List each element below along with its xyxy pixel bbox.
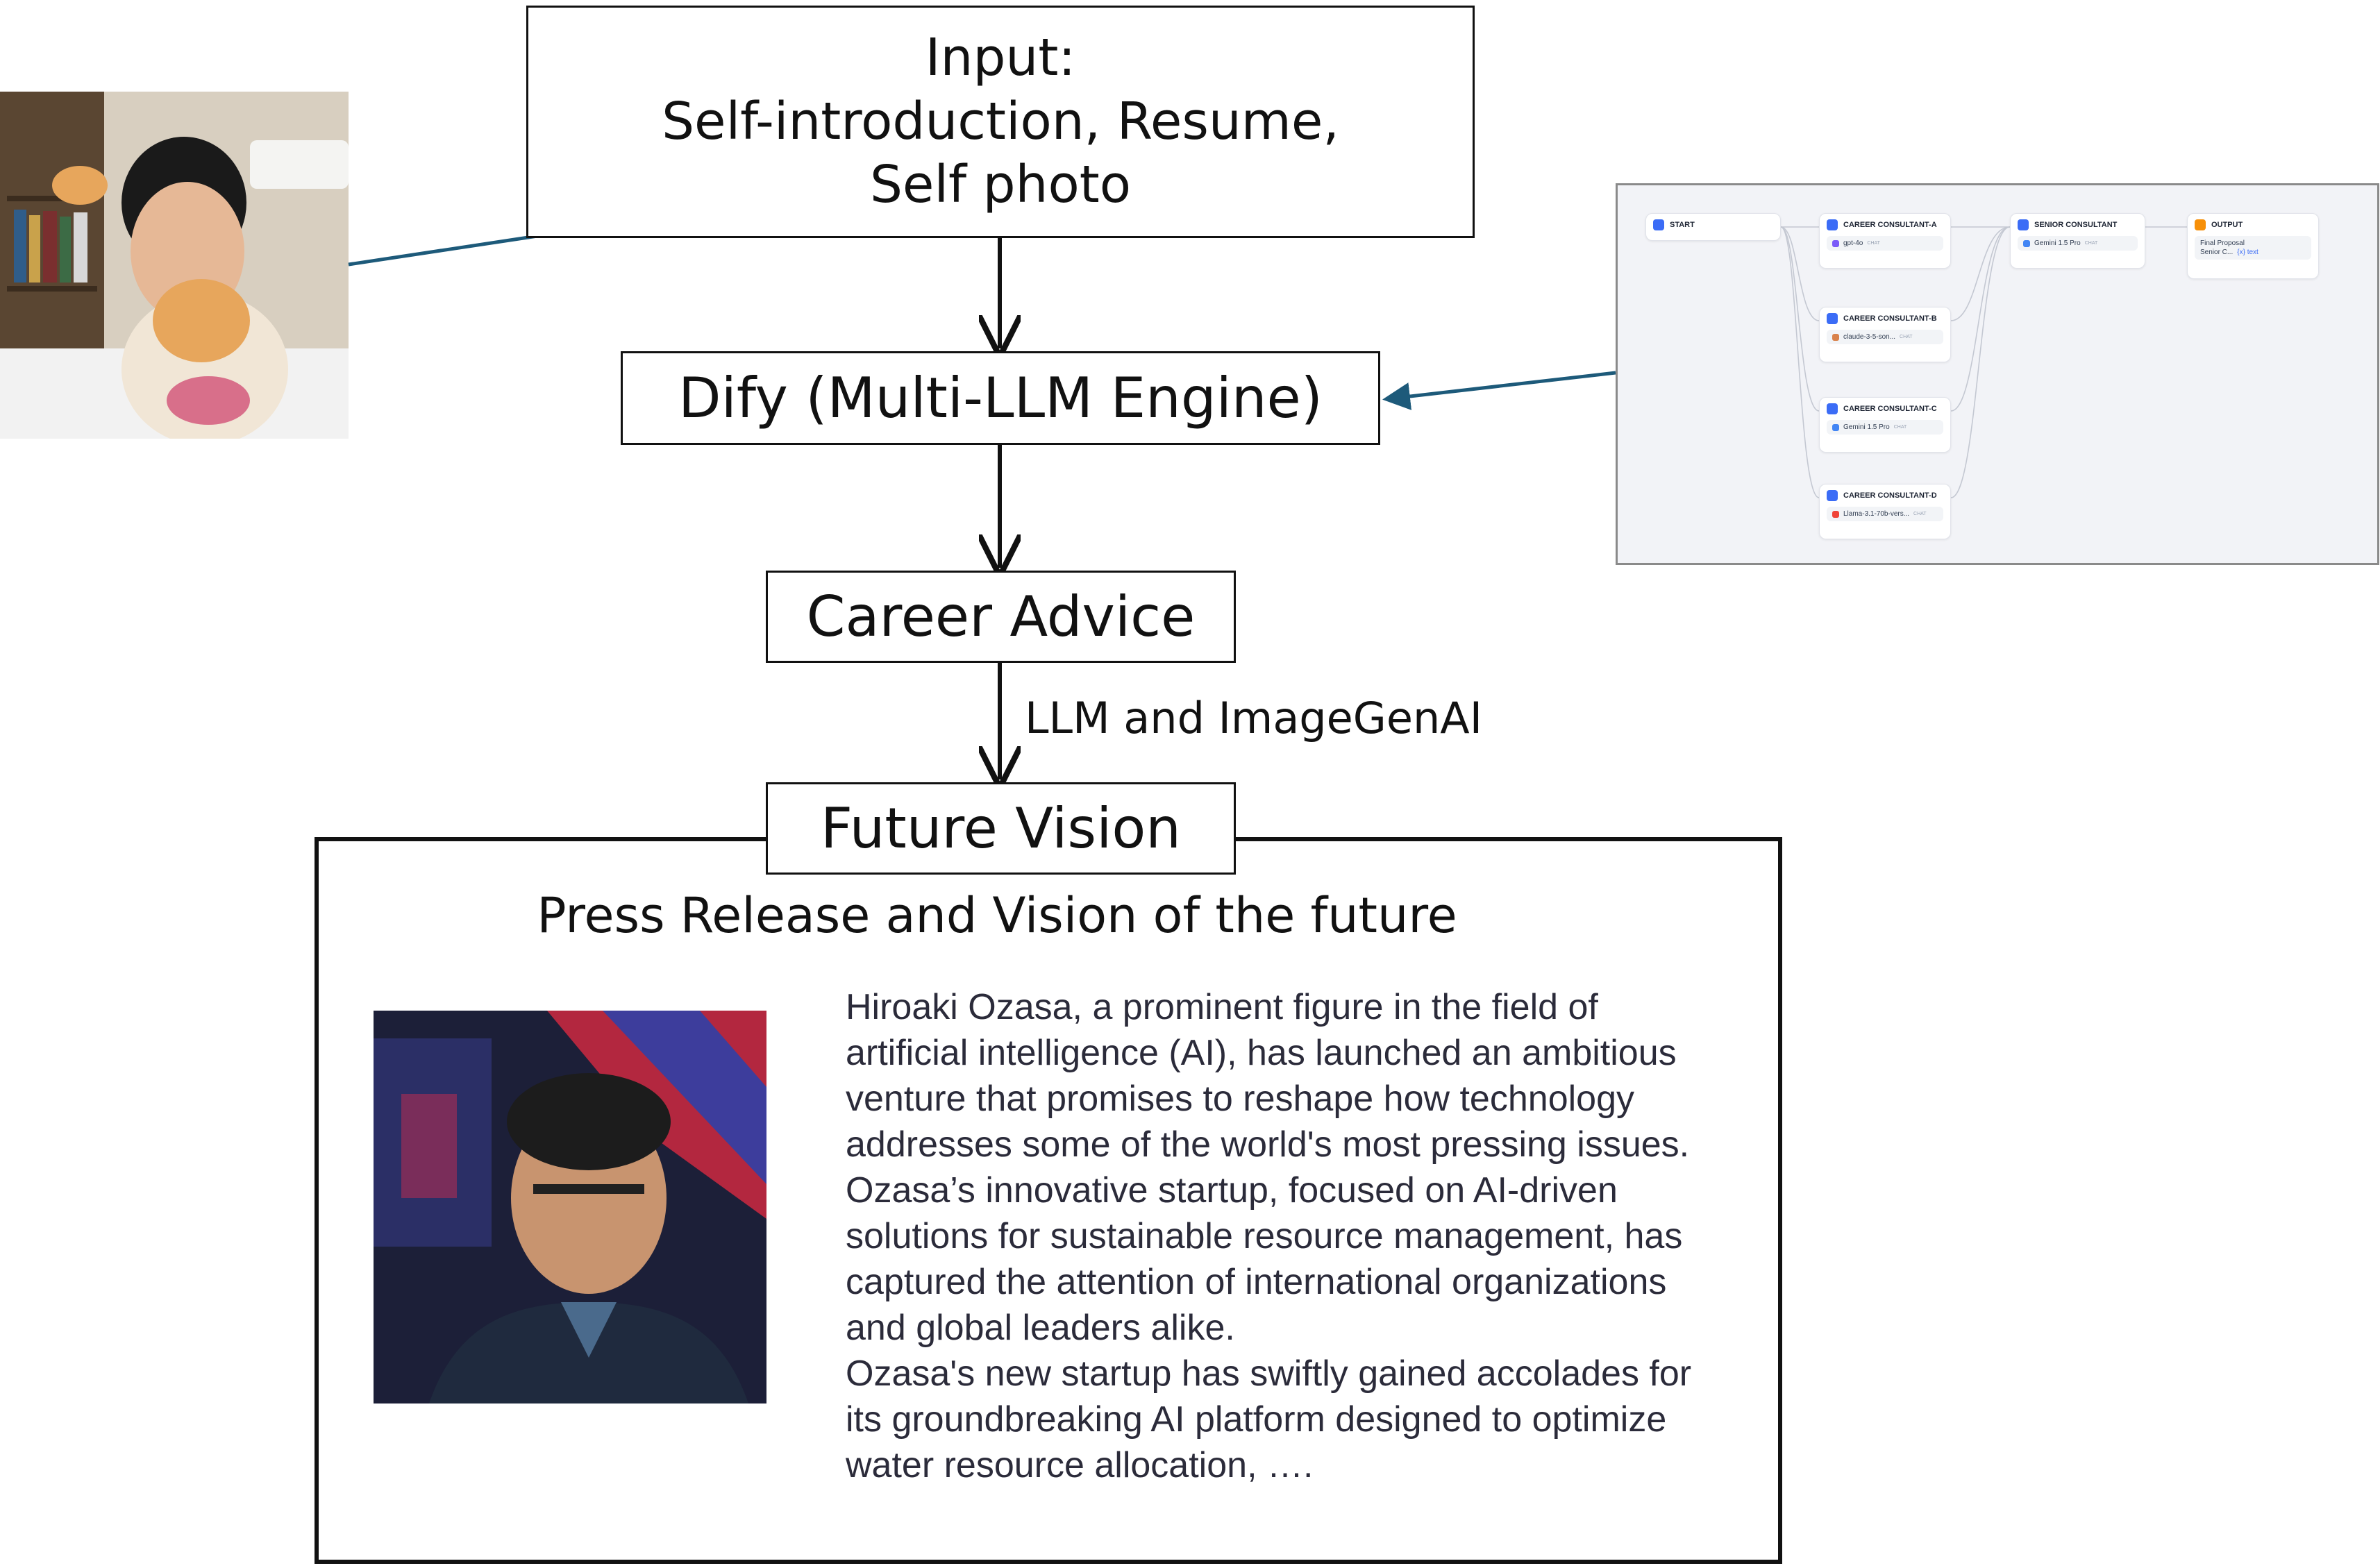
future-vision-box: Future Vision <box>766 782 1236 875</box>
wf-consultant-c-label: CAREER CONSULTANT-C <box>1843 405 1937 413</box>
llm-icon <box>1827 490 1838 501</box>
gemini-icon <box>1832 423 1839 431</box>
connector-workflow-to-dify <box>1382 371 1616 410</box>
press-line: water resource allocation, …. <box>846 1445 1314 1485</box>
wf-consultant-d-label: CAREER CONSULTANT-D <box>1843 491 1937 500</box>
wf-chat-tag: CHAT <box>2084 241 2098 246</box>
wf-chat-tag: CHAT <box>1867 241 1880 246</box>
dify-engine-box: Dify (Multi-LLM Engine) <box>621 351 1380 445</box>
wf-model-d: Llama-3.1-70b-vers... <box>1843 510 1910 518</box>
wf-chat-tag: CHAT <box>1893 425 1907 430</box>
llm-icon <box>1827 219 1838 230</box>
career-advice-box: Career Advice <box>766 571 1236 663</box>
wf-model-b: claude-3-5-son... <box>1843 333 1896 341</box>
input-items: Self-introduction, Resume, <box>662 91 1339 151</box>
input-box: Input: Self-introduction, Resume, Self p… <box>526 6 1475 238</box>
vision-panel-title: Press Release and Vision of the future <box>537 887 1457 944</box>
press-release-text: Hiroaki Ozasa, a prominent figure in the… <box>846 984 1713 1488</box>
llm-icon <box>1827 313 1838 324</box>
wf-node-start: START <box>1645 213 1781 241</box>
wf-model-c: Gemini 1.5 Pro <box>1843 423 1890 431</box>
input-title: Input: <box>925 27 1076 87</box>
press-line: and global leaders alike. <box>846 1308 1235 1348</box>
wf-model-senior: Gemini 1.5 Pro <box>2034 239 2081 247</box>
press-line: captured the attention of international … <box>846 1262 1667 1302</box>
future-portrait-image <box>374 1011 766 1403</box>
wf-chat-tag: CHAT <box>1913 512 1927 516</box>
wf-consultant-b-label: CAREER CONSULTANT-B <box>1843 314 1937 323</box>
press-line: artificial intelligence (AI), has launch… <box>846 1033 1677 1073</box>
wf-node-output: OUTPUT Final Proposal Senior C...{x} tex… <box>2187 213 2319 279</box>
career-advice-label: Career Advice <box>806 584 1196 649</box>
wf-output-type: {x} text <box>2237 248 2259 256</box>
llm-icon <box>1827 403 1838 414</box>
press-line: solutions for sustainable resource manag… <box>846 1216 1683 1256</box>
wf-node-consultant-a: CAREER CONSULTANT-A gpt-4o CHAT <box>1819 213 1951 269</box>
press-line: its groundbreaking AI platform designed … <box>846 1399 1667 1440</box>
press-line: Hiroaki Ozasa, a prominent figure in the… <box>846 987 1598 1027</box>
dify-engine-label: Dify (Multi-LLM Engine) <box>678 365 1323 430</box>
press-line: Ozasa's new startup has swiftly gained a… <box>846 1354 1692 1394</box>
output-icon <box>2195 219 2206 230</box>
llm-imagegen-label: LLM and ImageGenAI <box>1025 693 1482 743</box>
press-line: addresses some of the world's most press… <box>846 1124 1690 1165</box>
llm-icon <box>2018 219 2029 230</box>
future-vision-label: Future Vision <box>821 795 1181 861</box>
wf-node-consultant-d: CAREER CONSULTANT-D Llama-3.1-70b-vers..… <box>1819 484 1951 539</box>
wf-output-field: Final Proposal <box>2200 239 2245 247</box>
press-line: venture that promises to reshape how tec… <box>846 1079 1635 1119</box>
press-line: Ozasa’s innovative startup, focused on A… <box>846 1170 1618 1211</box>
input-photo-label: Self photo <box>869 155 1132 215</box>
wf-start-label: START <box>1670 221 1695 229</box>
wf-chat-tag: CHAT <box>1900 335 1913 339</box>
anthropic-icon <box>1832 333 1839 341</box>
home-icon <box>1653 219 1664 230</box>
wf-output-source: Senior C... <box>2200 248 2234 256</box>
wf-consultant-a-label: CAREER CONSULTANT-A <box>1843 221 1937 229</box>
wf-senior-label: SENIOR CONSULTANT <box>2034 221 2118 229</box>
self-photo <box>0 92 349 439</box>
workflow-edges <box>1780 226 2187 498</box>
wf-node-consultant-b: CAREER CONSULTANT-B claude-3-5-son... CHA… <box>1819 307 1951 362</box>
gemini-icon <box>2023 239 2030 247</box>
openai-icon <box>1832 239 1839 247</box>
wf-model-a: gpt-4o <box>1843 239 1863 247</box>
wf-output-label: OUTPUT <box>2211 221 2243 229</box>
meta-icon <box>1832 510 1839 518</box>
